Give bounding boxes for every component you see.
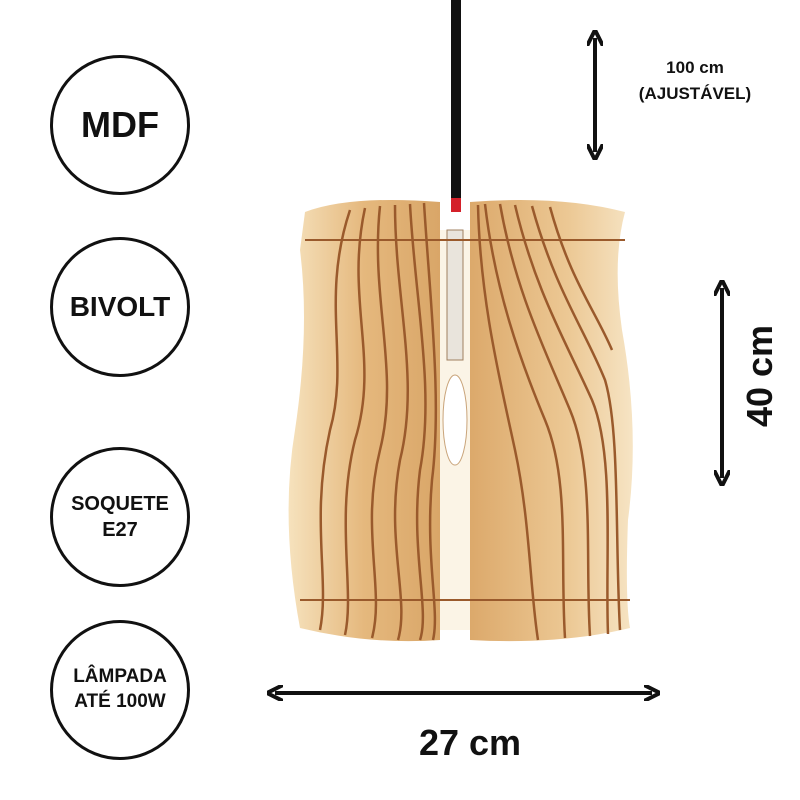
socket-badge: SOQUETE E27 — [50, 447, 190, 587]
height-label: 40 cm — [739, 324, 780, 428]
lamp-badge: LÂMPADA ATÉ 100W — [50, 620, 190, 760]
socket-text-line1: SOQUETE — [71, 493, 169, 515]
material-badge: MDF — [50, 55, 190, 195]
voltage-text: BIVOLT — [69, 290, 171, 322]
cable-length-note: (AJUSTÁVEL) — [638, 83, 752, 103]
material-text: MDF — [81, 103, 159, 145]
socket-text-line2: E27 — [102, 519, 138, 541]
pendant-lamp-shade — [288, 199, 633, 642]
hanging-cable — [451, 0, 461, 205]
cable-length-label: 100 cm (AJUSTÁVEL) — [620, 55, 770, 106]
lamp-text-line2: ATÉ 100W — [74, 691, 166, 712]
voltage-badge: BIVOLT — [50, 237, 190, 377]
lamp-text-line1: LÂMPADA — [73, 666, 167, 688]
cable-length-value: 100 cm — [666, 58, 724, 77]
width-label: 27 cm — [418, 722, 522, 763]
cable-red-tip — [451, 198, 461, 212]
